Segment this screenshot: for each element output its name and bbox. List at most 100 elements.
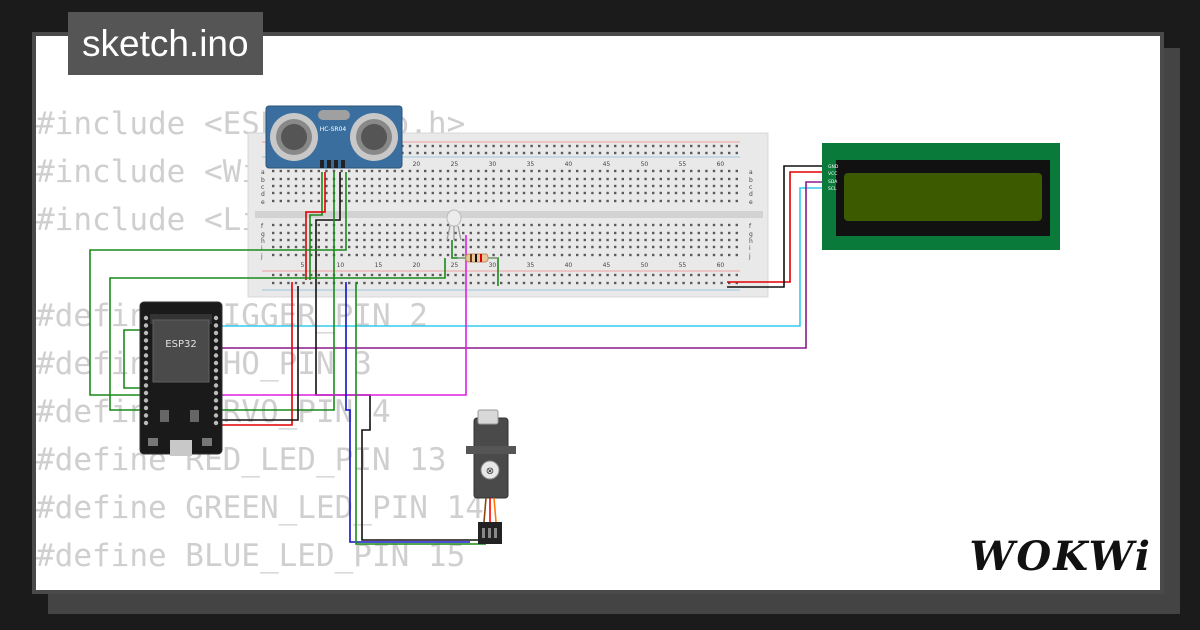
ultrasonic-sensor[interactable]: HC-SR04	[265, 105, 403, 169]
breadboard-hole	[720, 199, 723, 203]
breadboard-hole	[652, 144, 655, 148]
row-label: d	[261, 191, 265, 198]
breadboard-hole	[697, 231, 700, 235]
breadboard-hole	[560, 253, 564, 257]
breadboard-hole	[576, 169, 579, 173]
breadboard-hole	[614, 253, 617, 257]
breadboard-hole	[614, 199, 617, 203]
breadboard-hole	[682, 238, 685, 242]
breadboard-hole	[272, 273, 275, 277]
breadboard-hole	[667, 169, 670, 173]
breadboard-hole	[538, 273, 541, 277]
column-label: 35	[527, 161, 535, 168]
breadboard-hole	[728, 281, 731, 285]
wire-green-ultrasonic-vcc	[309, 172, 323, 280]
esp32-pin	[213, 375, 219, 381]
servo-motor[interactable]: ⊗	[466, 409, 516, 544]
breadboard-hole	[598, 184, 602, 188]
breadboard-hole	[720, 253, 723, 257]
breadboard-hole	[659, 169, 662, 173]
breadboard-hole	[492, 151, 495, 155]
breadboard-hole	[363, 253, 366, 257]
file-title-tab[interactable]: sketch.ino	[68, 12, 263, 75]
breadboard-hole	[287, 273, 290, 277]
wire-blue-servo	[345, 282, 470, 543]
breadboard-hole	[522, 199, 526, 203]
breadboard-hole	[363, 238, 366, 242]
breadboard-hole	[636, 191, 640, 195]
breadboard-hole	[363, 191, 366, 195]
breadboard-hole	[667, 231, 670, 235]
esp32-pin	[143, 375, 149, 381]
row-label: b	[749, 177, 753, 184]
breadboard-hole	[416, 281, 419, 285]
breadboard-hole	[674, 281, 678, 285]
breadboard-hole	[652, 273, 655, 277]
breadboard-hole	[317, 238, 320, 242]
breadboard-hole	[591, 144, 594, 148]
esp32-pin	[213, 360, 219, 366]
breadboard-hole	[484, 199, 488, 203]
breadboard-hole	[636, 144, 640, 148]
wire-green-trigger	[109, 172, 446, 411]
lcd-display[interactable]: GND VCC SDA SCL	[822, 143, 1060, 250]
breadboard-hole	[576, 144, 579, 148]
breadboard-hole	[614, 281, 617, 285]
breadboard-hole	[370, 169, 374, 173]
breadboard-hole	[621, 245, 624, 249]
breadboard-hole	[446, 144, 450, 148]
breadboard-hole	[484, 169, 488, 173]
breadboard-hole	[424, 273, 427, 277]
breadboard-hole	[363, 281, 366, 285]
breadboard-hole	[538, 281, 541, 285]
breadboard-hole	[659, 223, 662, 227]
breadboard-hole	[439, 169, 442, 173]
breadboard-hole	[735, 281, 738, 285]
breadboard-hole	[454, 253, 457, 257]
breadboard-hole	[674, 144, 678, 148]
breadboard-hole	[644, 238, 647, 242]
breadboard-hole	[606, 238, 609, 242]
esp32-pin	[143, 420, 149, 426]
breadboard-hole	[583, 169, 586, 173]
breadboard-hole	[325, 169, 328, 173]
resistor[interactable]	[458, 253, 498, 263]
breadboard-hole	[652, 151, 655, 155]
breadboard-hole	[424, 281, 427, 285]
breadboard-hole	[720, 231, 723, 235]
breadboard-hole	[484, 191, 488, 195]
breadboard-hole	[272, 169, 275, 173]
breadboard-hole	[287, 253, 290, 257]
breadboard-hole	[439, 191, 442, 195]
breadboard-hole	[408, 223, 412, 227]
breadboard-hole	[606, 184, 609, 188]
breadboard-hole	[712, 177, 716, 181]
esp32-board[interactable]: ESP32	[139, 301, 223, 456]
breadboard-hole	[317, 231, 320, 235]
breadboard-hole	[416, 151, 419, 155]
breadboard-hole	[667, 151, 670, 155]
breadboard-hole	[431, 151, 434, 155]
breadboard-hole	[530, 238, 533, 242]
breadboard-hole	[515, 245, 518, 249]
row-label: h	[749, 238, 753, 245]
breadboard-hole	[629, 273, 632, 277]
breadboard-hole	[636, 177, 640, 181]
breadboard-hole	[515, 151, 518, 155]
breadboard-hole	[720, 177, 723, 181]
breadboard-hole	[325, 199, 328, 203]
breadboard-hole	[348, 199, 351, 203]
breadboard-hole	[431, 184, 434, 188]
row-label: f	[749, 223, 752, 230]
column-label: 30	[489, 161, 497, 168]
breadboard-hole	[469, 245, 472, 249]
breadboard-hole	[621, 144, 624, 148]
breadboard-hole	[606, 169, 609, 173]
row-label: i	[749, 245, 751, 252]
breadboard-hole	[294, 281, 298, 285]
rgb-led[interactable]	[446, 209, 462, 241]
breadboard-hole	[682, 191, 685, 195]
breadboard-hole	[545, 281, 548, 285]
breadboard-hole	[659, 253, 662, 257]
